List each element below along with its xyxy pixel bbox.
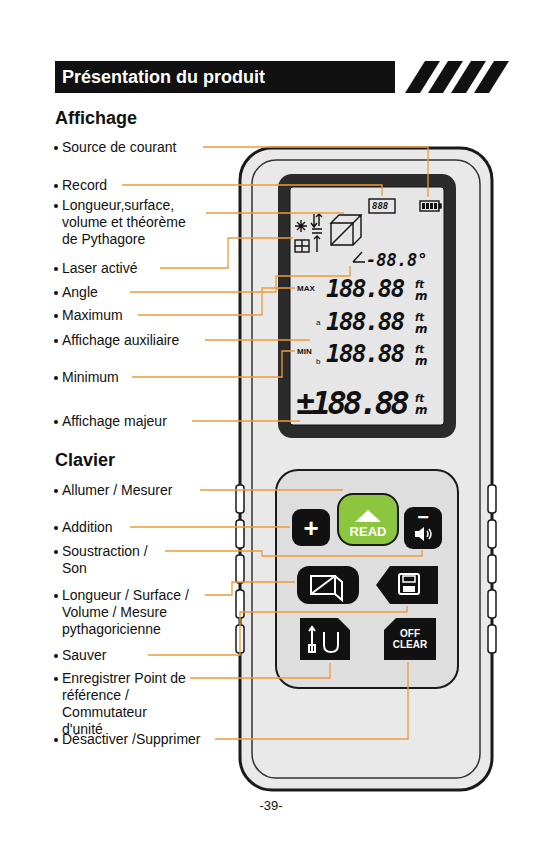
side-letter: a: [316, 318, 320, 327]
button-text: READ: [350, 525, 387, 539]
unit-mark: m: [415, 356, 428, 366]
header-slashes: [405, 61, 509, 93]
unit-mark: m: [415, 405, 428, 415]
keypad-frame: [276, 470, 458, 688]
callout-label: Maximum: [62, 307, 123, 324]
lcd-screen: [290, 187, 444, 425]
callout-label: Angle: [62, 284, 98, 301]
record-digits: 888: [372, 201, 388, 211]
min-indicator: MIN: [297, 347, 312, 356]
section-heading: Affichage: [55, 108, 137, 128]
button-text: +: [303, 515, 318, 541]
callout-label: Soustraction / Son: [62, 543, 162, 577]
callout-label: Longueur,surface, volume et théorème de …: [62, 197, 204, 248]
callout-label: Record: [62, 177, 107, 194]
bullets: [54, 146, 58, 742]
device-body: [240, 148, 492, 790]
read-button: READ: [337, 493, 399, 546]
callout-label: Source de courant: [62, 139, 176, 156]
callout-label: Addition: [62, 519, 113, 536]
header-band: [55, 61, 395, 93]
callout-label: Affichage auxiliaire: [62, 332, 179, 349]
button-text: −: [417, 508, 429, 526]
page-number: -39-: [259, 797, 282, 814]
callout-label: Minimum: [62, 369, 119, 386]
device-inner-edge: [252, 160, 480, 778]
section-heading: Clavier: [55, 450, 115, 470]
speaker-icon: [413, 526, 433, 542]
lcd-digits: 188.88: [326, 309, 404, 335]
up-triangle: [355, 510, 381, 522]
leader-lines: [122, 147, 428, 739]
callout-label: Affichage majeur: [62, 413, 167, 430]
callout-label: Longueur / Surface / Volume / Mesure pyt…: [62, 587, 212, 638]
max-indicator: MAX: [297, 284, 315, 293]
side-letter: b: [316, 357, 320, 366]
callout-label: Allumer / Mesurer: [62, 482, 172, 499]
lcd-digits: 188.88: [326, 276, 404, 302]
callout-label: Désactiver /Supprimer: [62, 731, 201, 748]
unit-mark: m: [415, 324, 428, 334]
main-digits: ±188.88: [296, 386, 406, 420]
angle-readout: -88.8°: [366, 251, 427, 269]
lcd-digits: 188.88: [326, 341, 404, 367]
plus-button: +: [292, 509, 330, 546]
minus-button: −: [404, 507, 442, 549]
button-text: OFF CLEAR: [390, 628, 430, 650]
unit-mark: ft: [415, 394, 424, 404]
plain-buttons: [297, 566, 438, 660]
off-clear-button: OFF CLEAR: [384, 618, 436, 660]
callout-label: Laser activé: [62, 260, 137, 277]
unit-mark: ft: [415, 280, 424, 290]
callout-label: Enregistrer Point de référence / Commuta…: [62, 670, 190, 738]
callout-label: Sauver: [62, 647, 106, 664]
unit-mark: ft: [415, 313, 424, 323]
unit-mark: ft: [415, 345, 424, 355]
unit-mark: m: [415, 291, 428, 301]
page-title: Présentation du produit: [62, 67, 265, 87]
